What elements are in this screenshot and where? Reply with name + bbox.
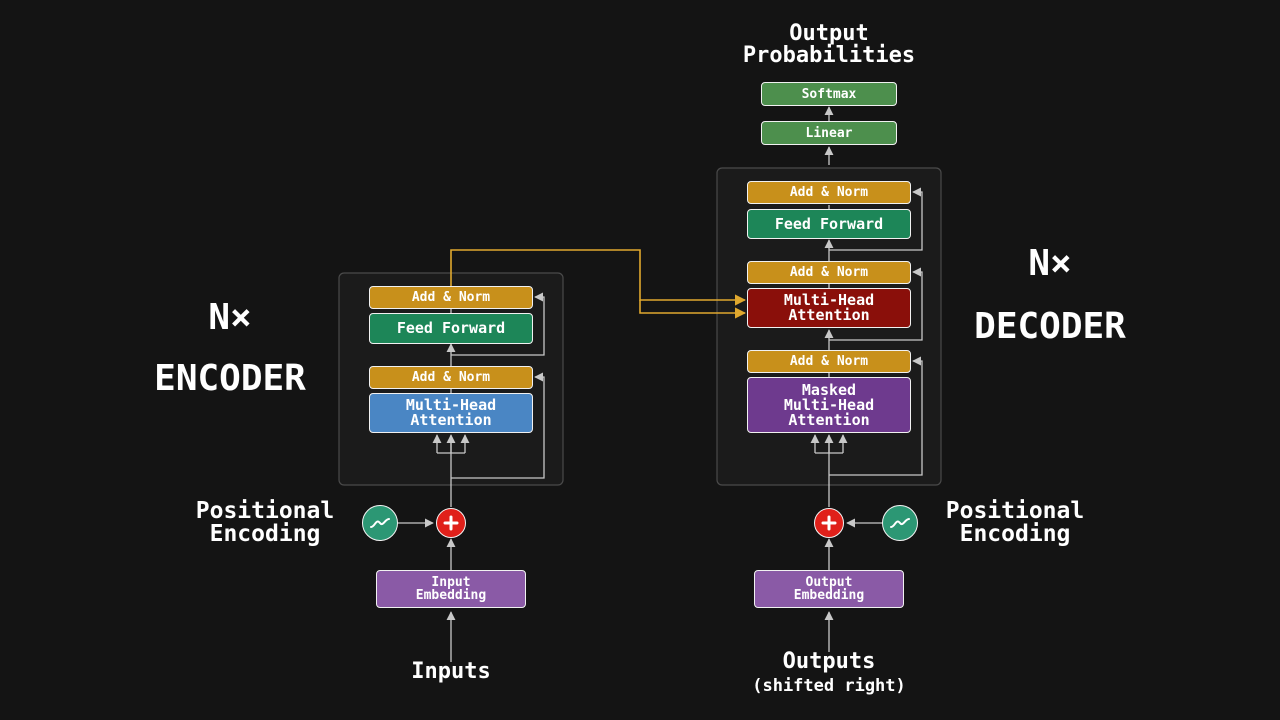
sine-wave-icon xyxy=(890,518,910,528)
encoder-residual-1 xyxy=(451,372,545,479)
encoder-output-connection xyxy=(450,249,747,306)
sine-wave-icon xyxy=(370,518,390,528)
encoder-multi-head-attention: Multi-Head Attention xyxy=(369,393,533,433)
decoder-cross-attention: Multi-Head Attention xyxy=(747,288,911,328)
encoder-add-operator xyxy=(436,508,466,538)
linear-block: Linear xyxy=(761,121,897,145)
encoder-repeat-label: N× xyxy=(208,297,252,338)
encoder-add-norm-top: Add & Norm xyxy=(369,286,533,309)
encoder-feed-forward: Feed Forward xyxy=(369,313,533,344)
encoder-positional-operator xyxy=(362,505,398,541)
encoder-add-norm-bottom: Add & Norm xyxy=(369,366,533,389)
decoder-add-norm-middle: Add & Norm xyxy=(747,261,911,284)
encoder-input-embedding: Input Embedding xyxy=(376,570,526,608)
decoder-add-norm-top: Add & Norm xyxy=(747,181,911,204)
softmax-block: Softmax xyxy=(761,82,897,106)
decoder-residual-1 xyxy=(829,356,923,476)
decoder-positional-encoding-label: Positional Encoding xyxy=(945,498,1085,547)
decoder-title: DECODER xyxy=(974,306,1126,347)
encoder-positional-encoding-label: Positional Encoding xyxy=(195,498,335,547)
encoder-title: ENCODER xyxy=(154,358,306,399)
encoder-output-connection-2 xyxy=(639,300,747,319)
decoder-residual-2 xyxy=(829,267,923,341)
decoder-add-operator xyxy=(814,508,844,538)
plus-icon xyxy=(443,515,459,531)
encoder-inputs-label: Inputs xyxy=(411,659,491,684)
decoder-shifted-right-label: (shifted right) xyxy=(752,676,906,696)
decoder-add-norm-bottom: Add & Norm xyxy=(747,350,911,373)
decoder-residual-3 xyxy=(829,187,923,251)
decoder-outputs-label: Outputs xyxy=(782,649,876,674)
decoder-masked-attention: Masked Multi-Head Attention xyxy=(747,377,911,433)
output-probabilities-label: Output Probabilities xyxy=(742,21,916,68)
decoder-output-embedding: Output Embedding xyxy=(754,570,904,608)
plus-icon xyxy=(821,515,837,531)
encoder-residual-2 xyxy=(451,292,545,356)
decoder-positional-operator xyxy=(882,505,918,541)
decoder-repeat-label: N× xyxy=(1028,243,1072,284)
decoder-feed-forward: Feed Forward xyxy=(747,209,911,239)
